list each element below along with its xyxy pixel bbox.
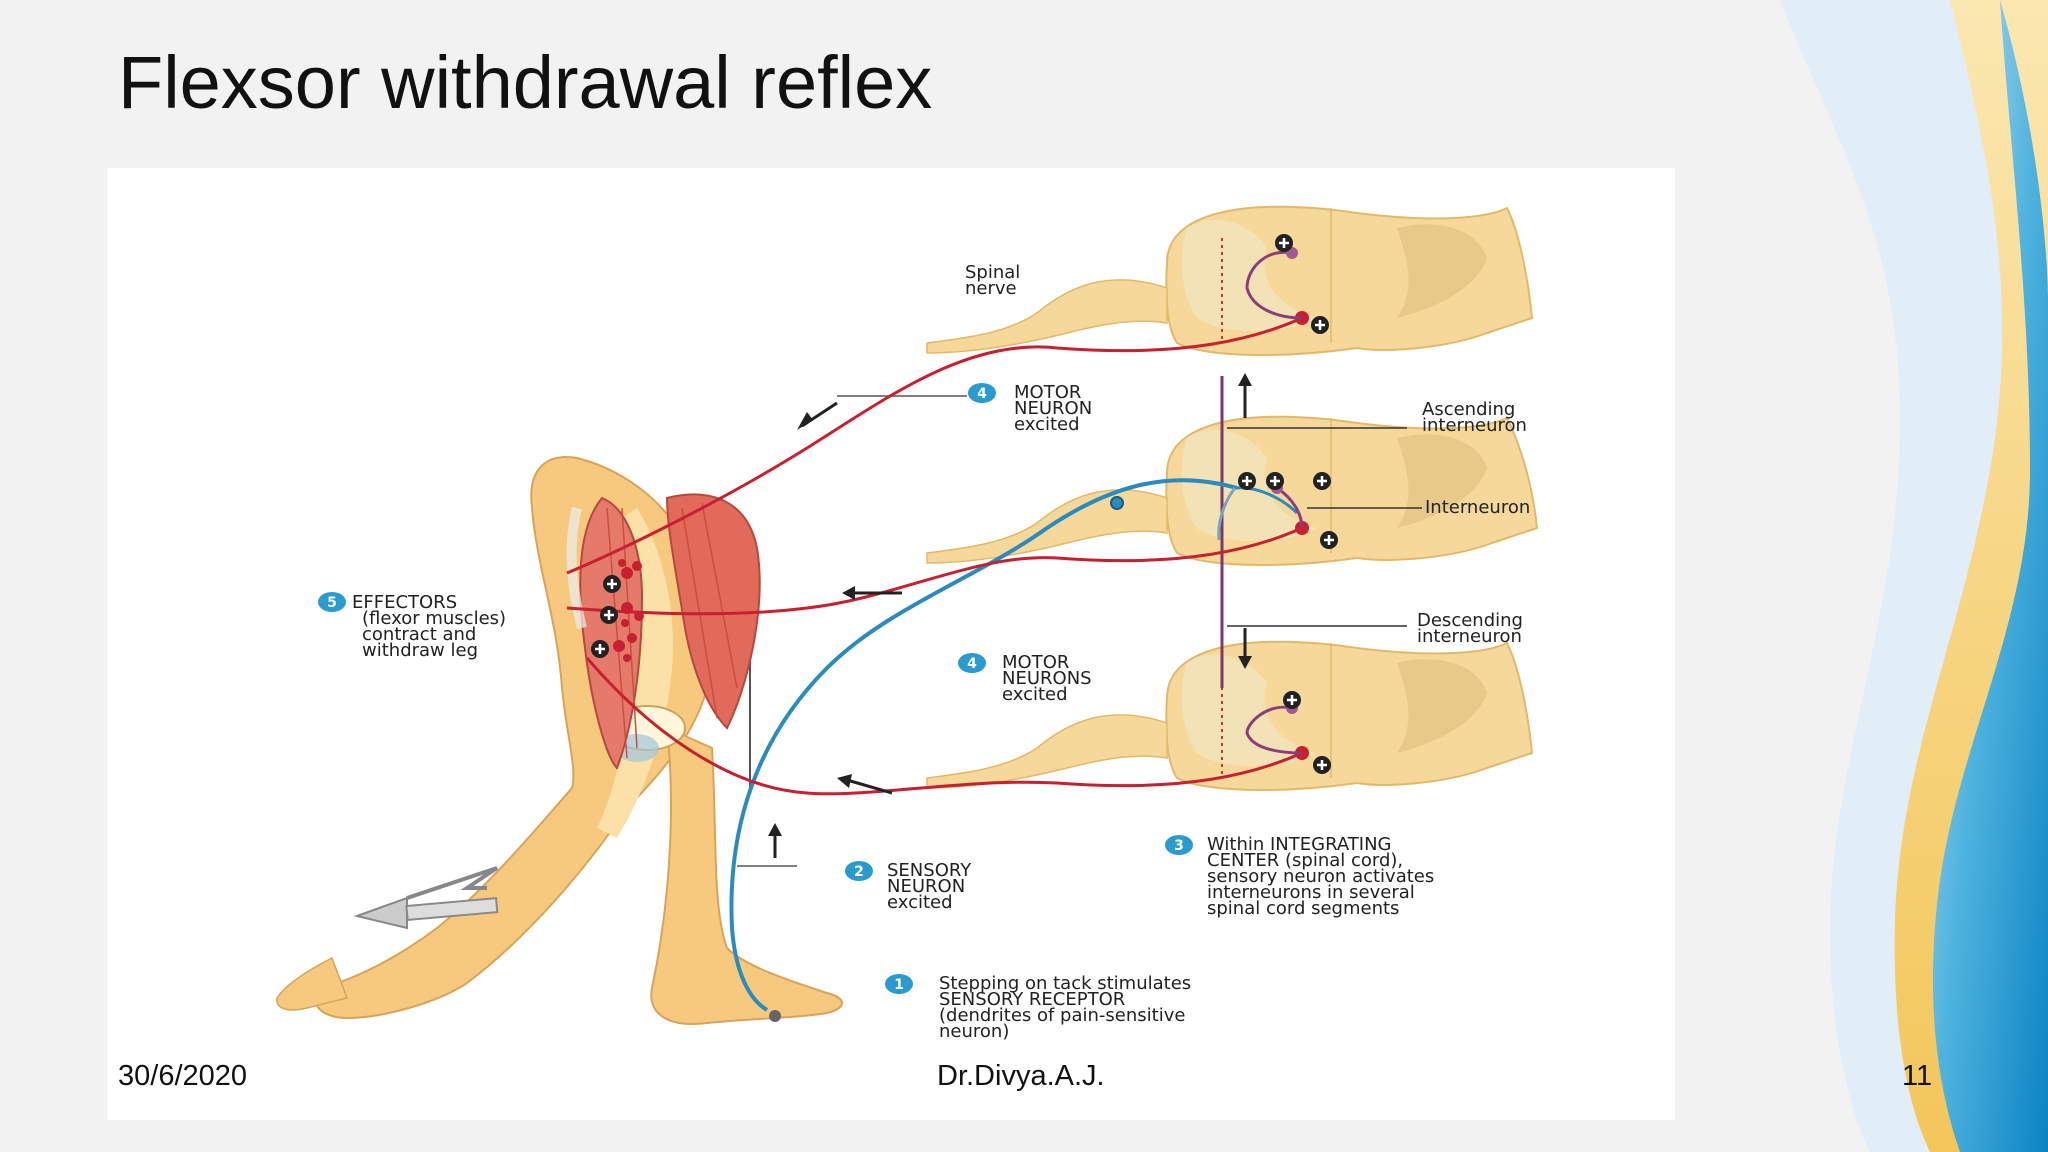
reflex-diagram: 4 5 4 3 2 1 Spinal nerve MOTOR NEURON ex… [276, 205, 1539, 1042]
spinal-cord-segment-middle [926, 415, 1539, 566]
step-4-top-number: 4 [977, 386, 987, 402]
motor-neuron-bottom-path [585, 657, 1303, 796]
withdraw-arrow [353, 896, 408, 930]
label-effectors-4: withdraw leg [362, 640, 478, 661]
dorsal-root-ganglion [1110, 496, 1124, 510]
sensory-receptor [769, 1010, 781, 1022]
ascending-arrow-head [1238, 373, 1252, 386]
motor-neuron-middle-path [566, 526, 1303, 616]
label-integrating-1: Within INTEGRATING [1207, 834, 1392, 855]
label-spinal-nerve-2: nerve [965, 278, 1017, 299]
label-descending-2: interneuron [1417, 626, 1522, 647]
leg-illustration [276, 456, 843, 1025]
label-sensory-2: NEURON [887, 876, 965, 897]
step-4-mid-number: 4 [967, 656, 977, 672]
label-integrating-2: CENTER (spinal cord), [1207, 850, 1403, 871]
step-badges [318, 383, 1193, 994]
slide-page-number: 11 [1902, 1060, 1933, 1092]
reflex-diagram-panel: 4 5 4 3 2 1 Spinal nerve MOTOR NEURON ex… [107, 168, 1675, 1120]
motor-arrow-heads [797, 412, 855, 788]
label-motor-neurons-mid-3: excited [1002, 684, 1068, 705]
sensory-neuron-path [729, 478, 1238, 1012]
neuromuscular-junctions [613, 559, 644, 662]
slide-title: Flexsor withdrawal reflex [118, 41, 933, 124]
label-stimulus-2: SENSORY RECEPTOR [939, 989, 1125, 1010]
label-motor-neurons-mid-1: MOTOR [1002, 652, 1069, 673]
label-effectors-2: (flexor muscles) [362, 608, 506, 629]
label-integrating-5: spinal cord segments [1207, 898, 1399, 919]
step-5-number: 5 [327, 595, 337, 611]
motor-neuron-top-path [566, 316, 1303, 575]
label-effectors-3: contract and [362, 624, 476, 645]
slide-date: 30/6/2020 [118, 1060, 248, 1092]
label-motor-neuron-top-3: excited [1014, 414, 1080, 435]
label-spinal-nerve-1: Spinal [965, 262, 1020, 283]
step-1-number: 1 [894, 977, 904, 993]
step-3-number: 3 [1174, 838, 1184, 854]
label-motor-neuron-top-2: NEURON [1014, 398, 1092, 419]
descending-arrow-head [1238, 656, 1252, 669]
label-stimulus-3: (dendrites of pain-sensitive [939, 1005, 1185, 1026]
label-stimulus-1: Stepping on tack stimulates [939, 973, 1191, 994]
label-sensory-3: excited [887, 892, 953, 913]
label-sensory-1: SENSORY [887, 860, 972, 881]
label-integrating-4: interneurons in several [1207, 882, 1415, 903]
slide-author: Dr.Divya.A.J. [937, 1060, 1105, 1092]
label-effectors-1: EFFECTORS [352, 592, 457, 613]
label-descending-1: Descending [1417, 610, 1523, 631]
label-ascending-2: interneuron [1422, 415, 1527, 436]
sensory-arrow-head [768, 823, 782, 836]
label-interneuron: Interneuron [1425, 497, 1530, 518]
synapse-plus-signs [595, 238, 1334, 770]
label-motor-neurons-mid-2: NEURONS [1002, 668, 1092, 689]
label-motor-neuron-top-1: MOTOR [1014, 382, 1081, 403]
label-stimulus-4: neuron) [939, 1021, 1009, 1042]
label-ascending-1: Ascending [1422, 399, 1515, 420]
label-integrating-3: sensory neuron activates [1207, 866, 1434, 887]
step-2-number: 2 [854, 864, 864, 880]
spinal-cord-segment-bottom [926, 640, 1534, 791]
